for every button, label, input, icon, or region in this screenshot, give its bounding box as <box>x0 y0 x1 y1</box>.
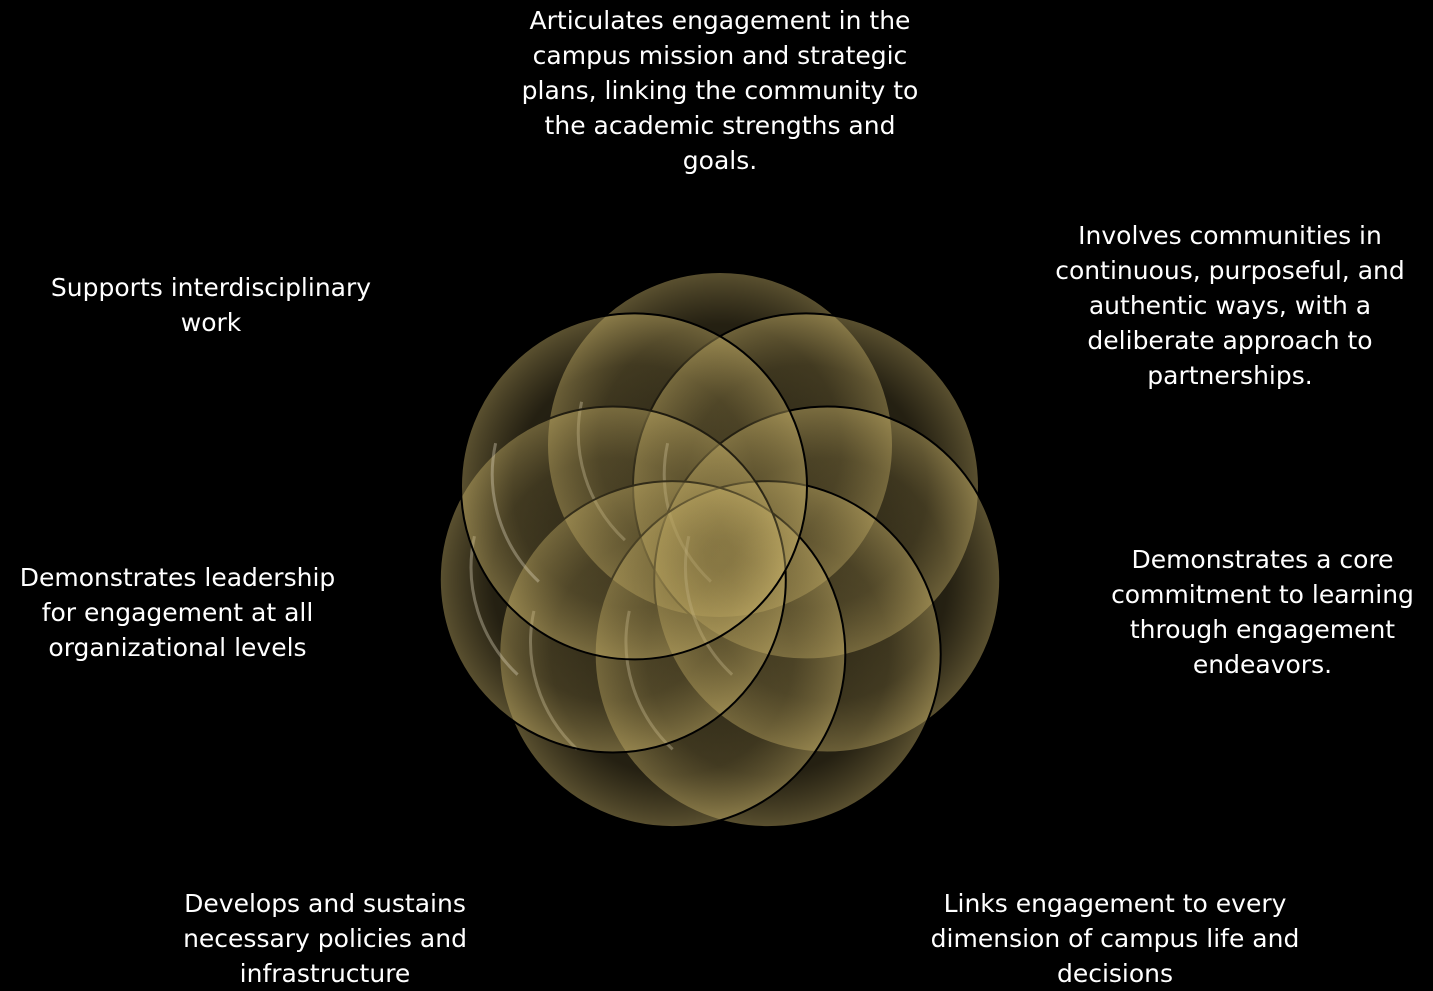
petal-label-upper-left: Supports interdisciplinary work <box>50 273 372 337</box>
petal-highlight-left <box>469 535 519 676</box>
petal-label-bottom-right: Links engagement to every dimension of c… <box>930 889 1300 988</box>
petal-label-top: Articulates engagement in the campus mis… <box>521 6 919 175</box>
petal-circle-upper-left <box>460 312 808 661</box>
petal-label-bottom-left: Develops and sustains necessary policies… <box>183 889 467 988</box>
petal-highlight-upper-left <box>490 442 540 583</box>
petal-label-left: Demonstrates leadership for engagement a… <box>19 563 336 662</box>
petal-label-right: Demonstrates a core commitment to learni… <box>1111 545 1414 679</box>
petal-label-upper-right: Involves communities in continuous, purp… <box>1055 221 1405 390</box>
circles-layer <box>438 271 1002 829</box>
